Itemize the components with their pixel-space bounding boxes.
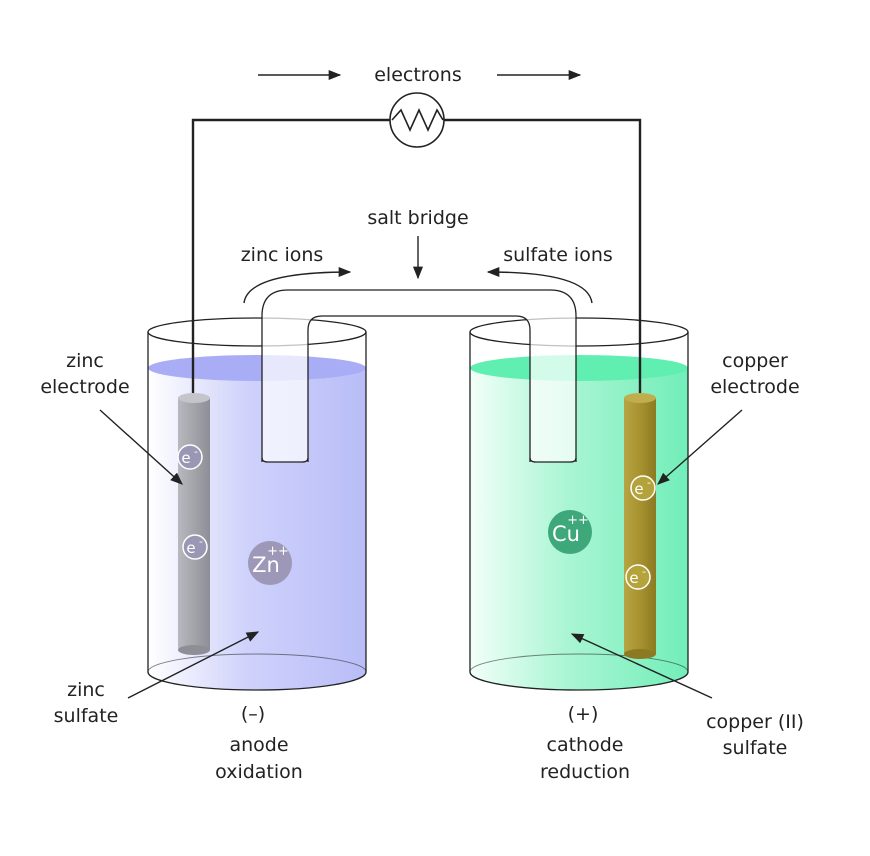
cathode-label: cathode [547,734,624,756]
zinc-electrode-label-line1: zinc [66,350,104,372]
svg-text:++: ++ [267,544,289,559]
anode-sign-label: (–) [241,703,265,725]
resistor-load-icon [389,92,445,148]
zinc-electrode-pointer [99,409,183,485]
oxidation-label: oxidation [215,761,303,783]
copper-electrode-label-line1: copper [722,350,788,372]
cathode-sign-label: (+) [568,703,599,725]
zinc-ion-marker: Zn ++ [248,541,292,585]
sulfate-ions-label: sulfate ions [503,244,613,266]
zinc-sulfate-label-line2: sulfate [54,705,119,727]
electron-marker: e - [182,534,208,560]
zinc-electrode-label-line2: electrode [40,376,129,398]
copper-electrode-pointer [657,409,743,485]
copper-electrode-label-line2: electrode [710,376,799,398]
svg-text:-: - [199,535,203,548]
reduction-label: reduction [540,761,630,783]
salt-bridge-tube [261,289,577,463]
salt-bridge-label: salt bridge [367,207,468,229]
electron-marker: e - [177,444,203,470]
svg-text:e: e [186,539,195,557]
svg-text:e: e [629,569,638,587]
zinc-electrode-rod [178,393,210,655]
copper-sulfate-label-line2: sulfate [723,737,788,759]
electron-marker: e - [630,475,656,501]
zinc-sulfate-label-line1: zinc [67,679,105,701]
svg-text:++: ++ [567,513,589,528]
cathode-liquid-surface [470,355,688,381]
anode-liquid-surface [148,355,366,381]
svg-text:e: e [181,449,190,467]
zinc-sulfate-pointer [127,631,260,699]
copper-sulfate-pointer [570,633,713,699]
copper-electrode-rod [624,393,656,659]
svg-text:-: - [194,445,198,458]
svg-text:-: - [642,565,646,578]
copper-ion-marker: Cu ++ [548,510,592,554]
external-wire [191,118,642,393]
svg-text:-: - [647,476,651,489]
zinc-ions-flow-arrow [243,266,352,304]
anode-label: anode [229,734,288,756]
copper-sulfate-label-line1: copper (II) [706,711,804,733]
electrons-label: electrons [374,64,462,86]
sulfate-ions-flow-arrow [486,266,593,304]
svg-text:Zn: Zn [252,553,280,577]
electron-marker: e - [625,564,651,590]
svg-text:Cu: Cu [552,522,580,546]
svg-text:e: e [634,480,643,498]
zinc-ions-label: zinc ions [241,244,324,266]
